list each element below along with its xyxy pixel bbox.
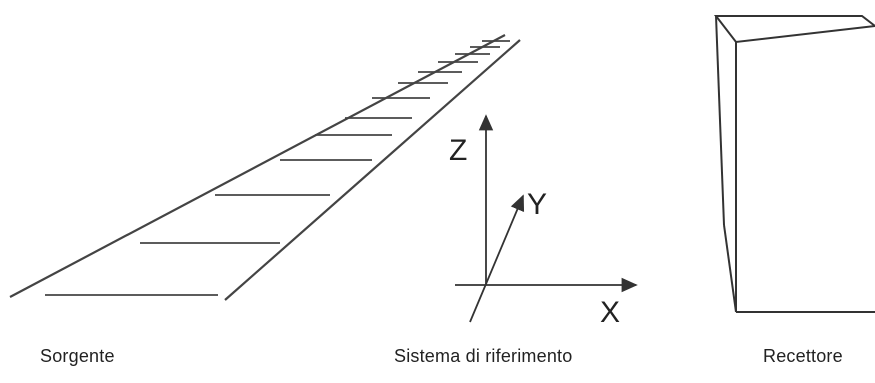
receptor-label: Recettore <box>763 346 843 366</box>
sleepers <box>45 40 510 296</box>
rail-right <box>224 39 521 301</box>
receptor-top-face <box>713 15 875 44</box>
source-label: Sorgente <box>40 346 115 366</box>
reference-axes <box>455 114 638 323</box>
railway-track <box>9 34 521 301</box>
y-axis <box>469 194 525 323</box>
reference-system-label: Sistema di riferimento <box>394 346 573 366</box>
y-axis-label: Y <box>527 188 547 221</box>
receptor-box <box>713 15 875 313</box>
x-axis-label: X <box>600 296 620 329</box>
receptor-left-lower-edge <box>723 224 737 313</box>
z-axis-label: Z <box>449 134 467 167</box>
rail-left <box>9 34 506 298</box>
receptor-left-edge <box>715 15 725 226</box>
